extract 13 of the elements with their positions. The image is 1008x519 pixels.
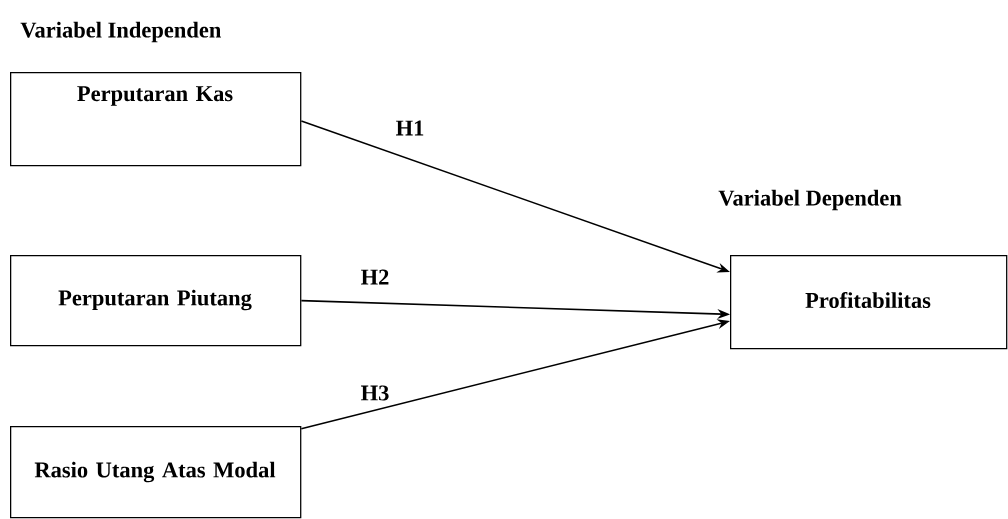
edge-label: H2	[359, 268, 391, 286]
heading: Variabel Dependen	[718, 189, 902, 211]
box-label: Rasio Utang Atas Modal	[34, 461, 276, 483]
variable-box	[10, 255, 302, 347]
heading: Variabel Independen	[20, 21, 222, 43]
variable-box	[10, 72, 302, 167]
variable-box	[730, 255, 1008, 350]
box-label: Profitabilitas	[805, 291, 931, 308]
edge-label: H1	[394, 119, 426, 137]
box-label: Perputaran Kas	[77, 86, 233, 106]
edge-label: H3	[359, 384, 391, 402]
variable-box	[10, 426, 302, 519]
box-label: Perputaran Piutang	[58, 289, 252, 311]
